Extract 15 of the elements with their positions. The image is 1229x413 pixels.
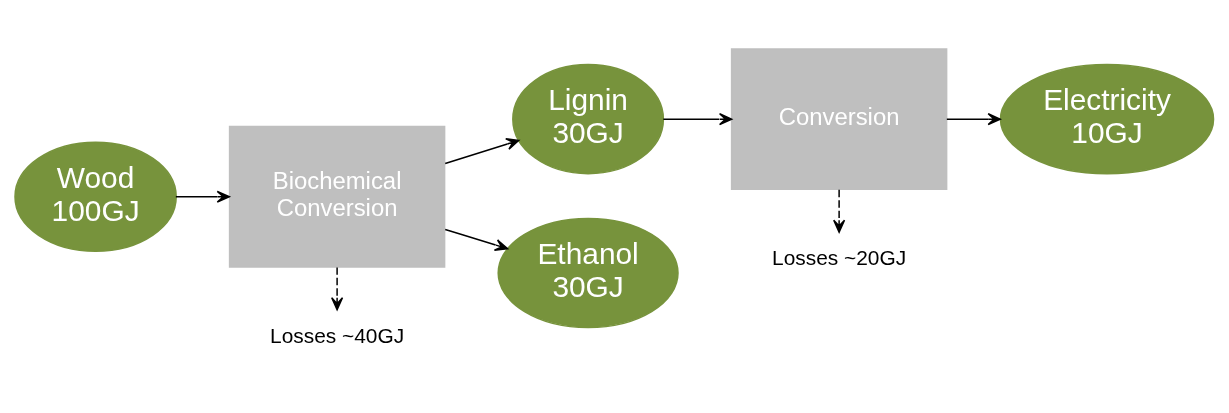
arrow: [331, 266, 344, 311]
node-ellipse: Wood 100GJ: [14, 141, 177, 253]
arrow: [444, 228, 509, 251]
arrow: [833, 189, 846, 233]
node-box: Biochemical Conversion: [228, 125, 446, 268]
node-ellipse: Electricity 10GJ: [999, 63, 1215, 175]
arrow: [175, 190, 230, 203]
arrow: [946, 113, 1001, 126]
node-text: Losses ~40GJ: [270, 323, 405, 347]
node-text: Losses ~20GJ: [772, 246, 907, 270]
node-box: Conversion: [730, 48, 948, 191]
arrow: [444, 138, 520, 165]
node-ellipse: Ethanol 30GJ: [497, 217, 679, 329]
node-ellipse: Lignin 30GJ: [512, 63, 665, 175]
arrow: [662, 113, 733, 126]
